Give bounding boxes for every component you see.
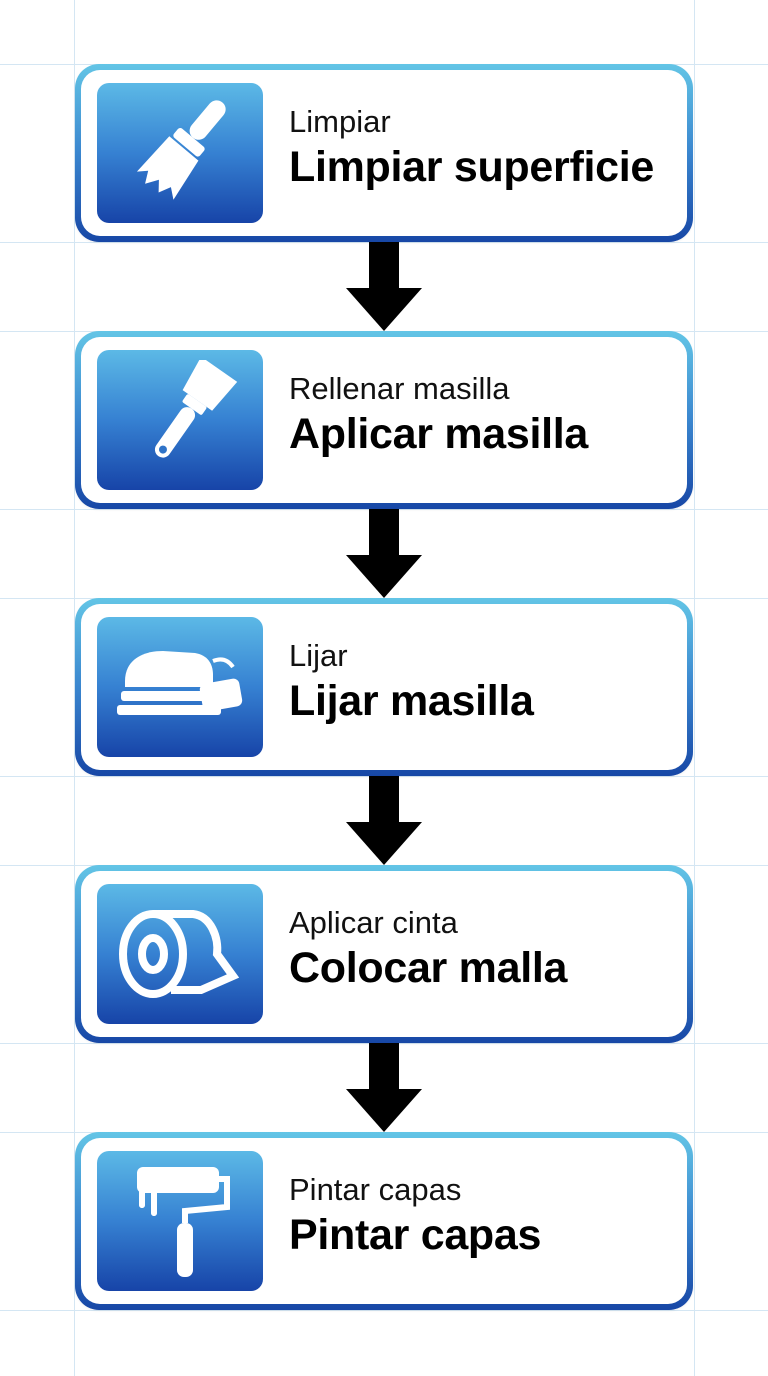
arrow-connector-2 — [346, 509, 422, 598]
step-subtitle: Pintar capas — [289, 1172, 462, 1207]
step-subtitle: Lijar — [289, 638, 348, 673]
step-card-lijar: Lijar Lijar masilla — [75, 598, 693, 776]
step-title: Colocar malla — [289, 944, 568, 992]
tape-roll-icon — [97, 884, 263, 1024]
step-subtitle: Aplicar cinta — [289, 905, 458, 940]
step-title: Aplicar masilla — [289, 410, 589, 458]
paint-roller-icon — [97, 1151, 263, 1291]
arrow-connector-1 — [346, 242, 422, 331]
step-subtitle: Rellenar masilla — [289, 371, 510, 406]
step-card-pintar-capas: Pintar capas Pintar capas — [75, 1132, 693, 1310]
step-title: Pintar capas — [289, 1211, 542, 1259]
step-card-rellenar-masilla: Rellenar masilla Aplicar masilla — [75, 331, 693, 509]
putty-knife-icon — [97, 350, 263, 490]
step-subtitle: Limpiar — [289, 104, 391, 139]
step-card-aplicar-cinta: Aplicar cinta Colocar malla — [75, 865, 693, 1043]
arrow-connector-4 — [346, 1043, 422, 1132]
sander-icon — [97, 617, 263, 757]
brush-icon — [97, 83, 263, 223]
arrow-connector-3 — [346, 776, 422, 865]
step-title: Limpiar superficie — [289, 143, 654, 191]
step-title: Lijar masilla — [289, 677, 534, 725]
step-card-limpiar: Limpiar Limpiar superficie — [75, 64, 693, 242]
